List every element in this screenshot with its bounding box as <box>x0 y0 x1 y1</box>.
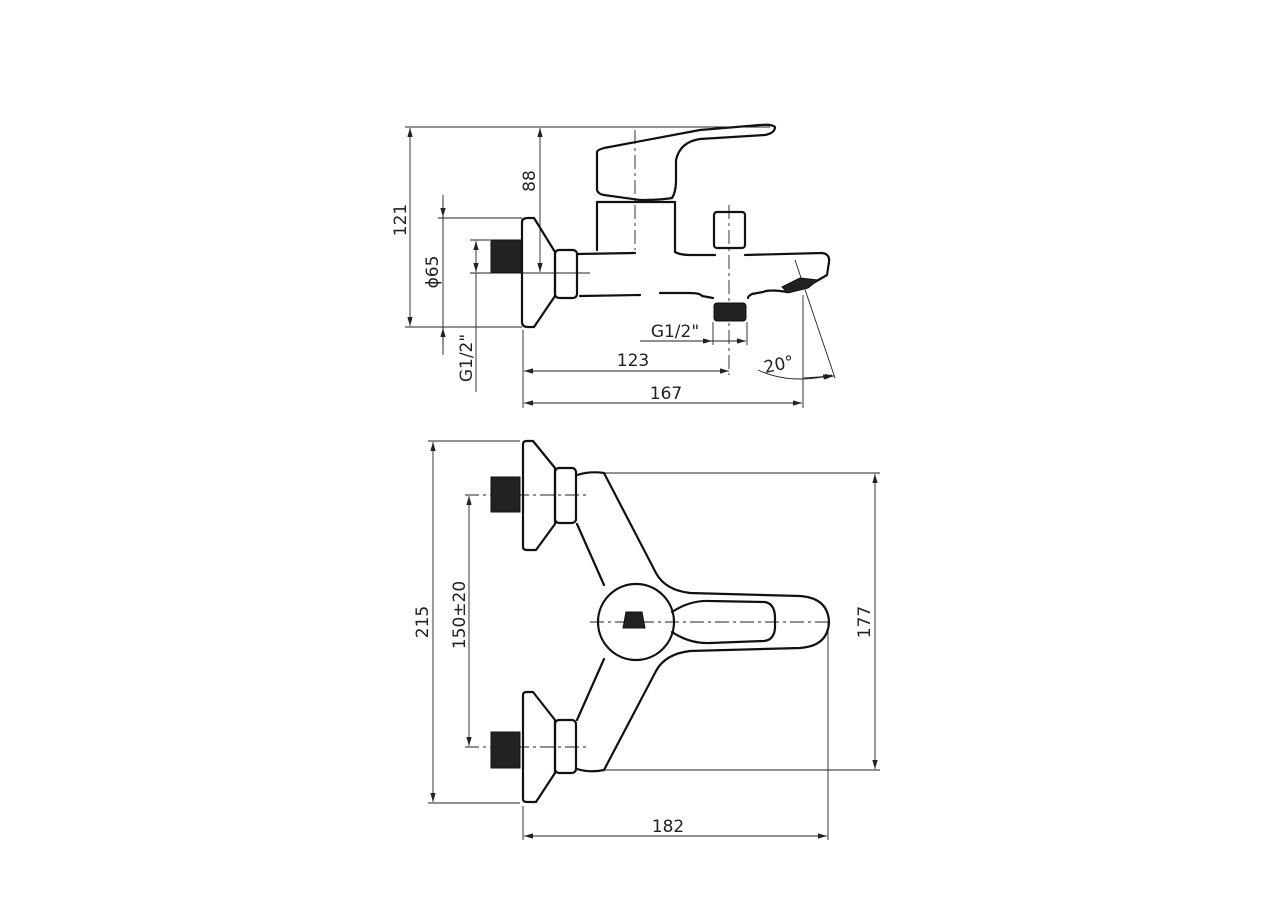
label-outlet-thread: G1/2" <box>651 322 699 342</box>
wall-flange-top <box>521 439 557 552</box>
label-167: 167 <box>650 384 682 404</box>
label-215: 215 <box>413 606 433 638</box>
diverter-knob <box>712 210 747 250</box>
label-inlet-thread: G1/2" <box>457 334 477 382</box>
outlet-thread <box>713 302 747 322</box>
label-121: 121 <box>391 204 411 236</box>
label-88: 88 <box>520 170 540 192</box>
inlet-thread <box>490 239 523 274</box>
label-123: 123 <box>617 351 649 371</box>
mixer-body-top <box>575 471 831 773</box>
label-angle: 20° <box>762 352 796 378</box>
inlet-thread-top <box>490 476 521 513</box>
top-view: 215 150±20 177 182 <box>413 439 880 840</box>
aerator <box>781 277 820 294</box>
cartridge-cap <box>596 582 676 662</box>
label-150: 150±20 <box>450 581 470 649</box>
inlet-thread-bottom <box>490 731 521 769</box>
side-view: 121 88 ϕ65 G1/2" G1/2" 123 167 20° <box>391 123 836 408</box>
wall-flange-bottom <box>521 690 557 804</box>
connector-nut <box>553 248 579 300</box>
label-177: 177 <box>855 606 875 638</box>
connector-nut-top <box>553 466 578 525</box>
connector-nut-bottom <box>553 718 578 775</box>
arrow <box>803 373 835 380</box>
logo-icon <box>622 611 646 629</box>
mixer-body <box>575 200 831 300</box>
label-182: 182 <box>652 817 684 837</box>
wall-flange <box>520 216 557 329</box>
lever-handle <box>595 123 777 202</box>
lever-handle-top <box>670 599 777 645</box>
label-diameter-65: ϕ65 <box>423 256 443 289</box>
